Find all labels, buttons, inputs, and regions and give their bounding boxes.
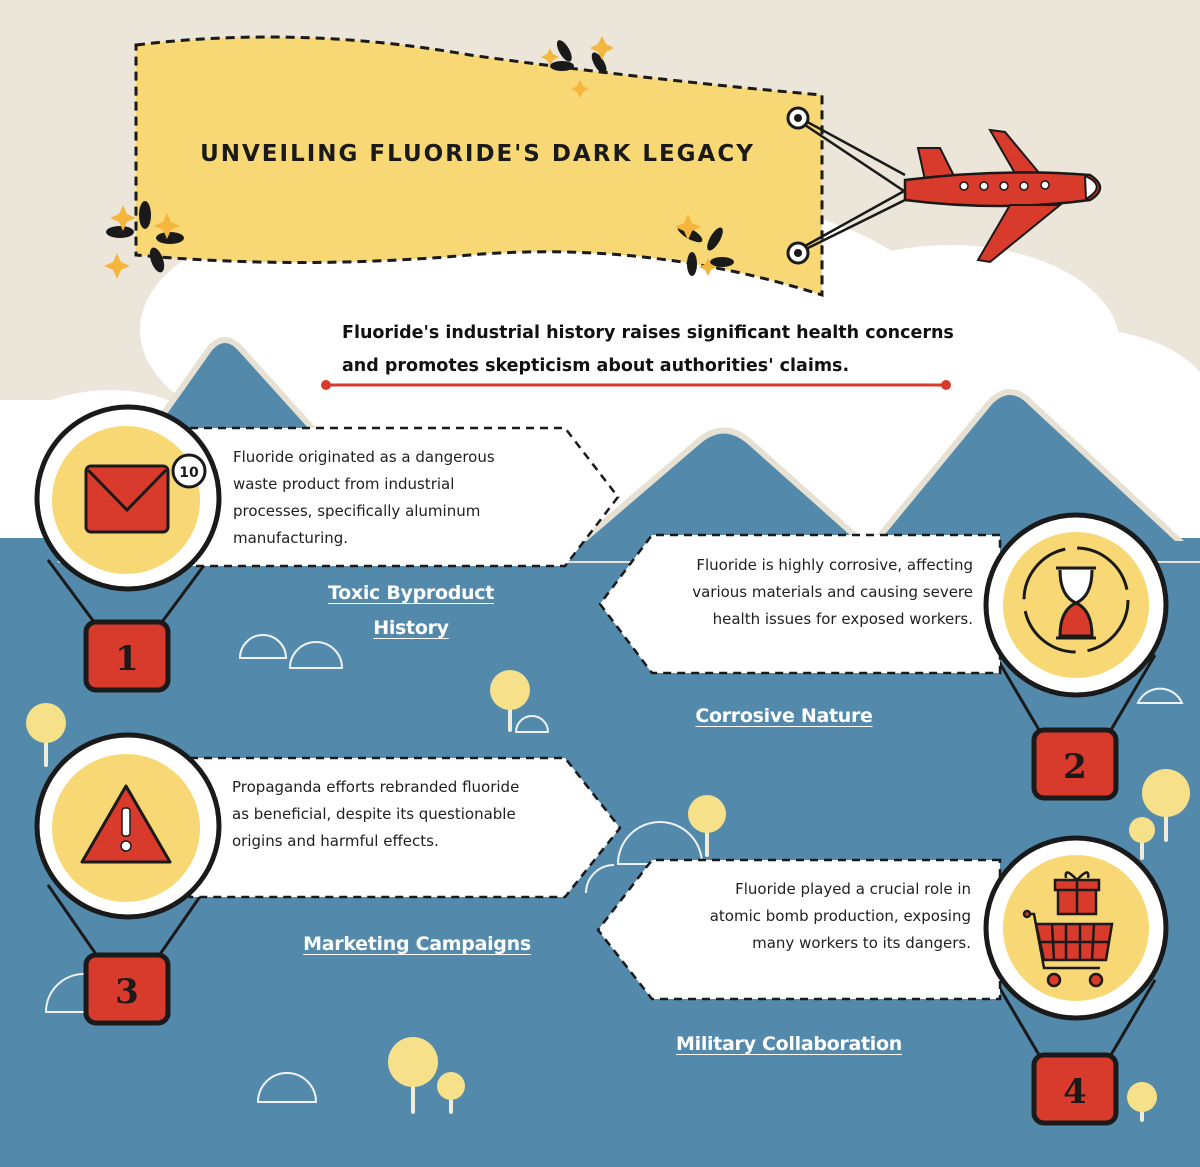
item-2-text-line: health issues for exposed workers. [712,610,973,628]
item-2-text-card [598,533,1002,675]
item-2-text-line: various materials and causing severe [692,583,973,601]
item-3-text-line: as beneficial, despite its questionable [232,805,516,823]
shopping-cart-gift-icon [1022,871,1114,988]
item-4-text-card [596,858,1002,1001]
item-4-label: Military Collaboration [676,1033,902,1055]
svg-text:10: 10 [179,465,199,481]
sparkle-decorations [104,36,734,279]
intro-divider [321,380,951,390]
decor-trees [26,634,1190,1122]
item-2-number: 2 [1063,747,1087,787]
warning-icon [80,784,172,864]
item-3-graphic: 3 [34,732,622,1026]
item-1-number-box [83,619,171,693]
item-4-number-box [1031,1052,1119,1126]
item-3-text-line: origins and harmful effects. [232,832,439,850]
item-1-text-line: processes, specifically aluminum [233,502,481,520]
item-4-number: 4 [1063,1072,1087,1112]
notification-badge: 10 [171,453,207,489]
airplane [786,106,1102,265]
item-3-text-line: Propaganda efforts rebranded fluoride [232,778,520,796]
item-2-label: Corrosive Nature [695,705,873,727]
item-3-label: Marketing Campaigns [303,933,531,955]
item-3-number: 3 [115,972,139,1012]
item-4-graphic: 4 [596,835,1169,1126]
page-title: Unveiling Fluoride's Dark Legacy [200,141,755,167]
envelope-icon [84,464,170,534]
item-3-number-box [83,952,171,1026]
item-1-number: 1 [115,639,139,679]
item-3-text-card [188,756,622,899]
item-2-graphic: 2 [598,512,1169,801]
item-1-text-card [188,426,620,568]
item-1-label-line1: Toxic Byproduct [328,582,494,604]
item-1-text-line: manufacturing. [233,529,349,547]
item-1-text-line: waste product from industrial [233,475,455,493]
item-4-text-line: Fluoride played a crucial role in [735,880,971,898]
item-2-text-line: Fluoride is highly corrosive, affecting [696,556,973,574]
intro-text: Fluoride's industrial history raises sig… [342,323,954,376]
title-banner [134,35,824,298]
item-1-graphic: 10 1 [34,404,620,693]
item-4-text-line: many workers to its dangers. [752,934,971,952]
item-4-text-line: atomic bomb production, exposing [709,907,971,925]
item-2-number-box [1031,727,1119,801]
item-1-label-line2: History [373,617,449,639]
hourglass-icon [1022,546,1130,654]
item-1-text-line: Fluoride originated as a dangerous [233,448,495,466]
